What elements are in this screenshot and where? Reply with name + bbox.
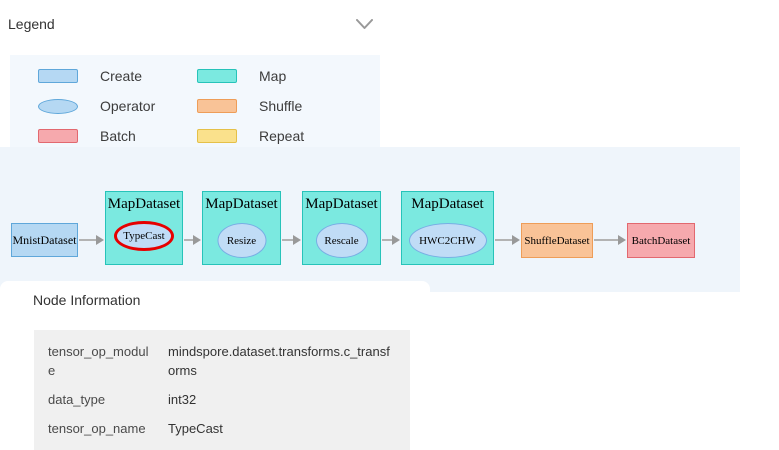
operator-label: Rescale (324, 234, 359, 247)
arrow-head-icon (96, 235, 104, 245)
legend-item-label: Batch (100, 128, 136, 144)
dataset-graph-canvas: MnistDataset MapDataset TypeCast MapData… (0, 147, 740, 292)
node-batch-dataset[interactable]: BatchDataset (627, 223, 695, 258)
legend-item-operator: Operator (38, 98, 197, 114)
info-row-key: tensor_op_module (48, 344, 149, 378)
batch-swatch (38, 129, 78, 143)
node-label: MnistDataset (12, 232, 77, 247)
legend-item-label: Repeat (259, 128, 305, 144)
info-row-value: int32 (168, 392, 197, 407)
node-label: ShuffleDataset (524, 234, 590, 247)
node-map-dataset-resize[interactable]: MapDataset Resize (202, 191, 281, 265)
legend-panel: Create Map Operator Shuffle Batch Repeat (10, 55, 380, 147)
node-info-table: tensor_op_module mindspore.dataset.trans… (34, 330, 410, 450)
create-swatch (38, 69, 78, 83)
legend-item-map: Map (197, 68, 380, 84)
node-label: MapDataset (305, 196, 378, 212)
flow-arrow (495, 234, 520, 246)
chevron-down-icon[interactable] (356, 19, 373, 30)
legend-item-shuffle: Shuffle (197, 98, 380, 114)
legend-item-repeat: Repeat (197, 128, 380, 144)
node-label: MapDataset (205, 196, 278, 212)
operator-swatch (38, 98, 78, 114)
info-row-value: TypeCast (168, 421, 223, 436)
operator-node-typecast[interactable]: TypeCast (114, 221, 174, 251)
legend-item-batch: Batch (38, 128, 197, 144)
node-mnist-dataset[interactable]: MnistDataset (11, 223, 78, 257)
node-label: MapDataset (107, 196, 181, 212)
legend-item-label: Create (100, 68, 143, 84)
arrow-head-icon (618, 235, 626, 245)
legend-title: Legend (8, 16, 55, 32)
legend-item-label: Map (259, 68, 287, 84)
repeat-swatch (197, 129, 237, 143)
arrow-head-icon (293, 235, 301, 245)
operator-label: TypeCast (123, 230, 165, 242)
operator-label: HWC2CHW (419, 234, 476, 247)
map-swatch (197, 69, 237, 83)
legend-item-label: Operator (100, 98, 156, 114)
operator-node-rescale[interactable]: Rescale (315, 223, 368, 258)
node-info-title: Node Information (33, 292, 141, 308)
flow-arrow (282, 234, 301, 246)
operator-node-hwc2chw[interactable]: HWC2CHW (408, 223, 487, 258)
flow-arrow (382, 234, 400, 246)
arrow-head-icon (392, 235, 400, 245)
legend-item-create: Create (38, 68, 197, 84)
flow-arrow (594, 234, 626, 246)
node-map-dataset-hwc2chw[interactable]: MapDataset HWC2CHW (401, 191, 494, 265)
node-shuffle-dataset[interactable]: ShuffleDataset (521, 223, 593, 258)
flow-arrow (79, 234, 104, 246)
node-label: MapDataset (411, 196, 484, 212)
operator-node-resize[interactable]: Resize (217, 223, 266, 258)
info-row-key: data_type (48, 392, 106, 407)
arrow-head-icon (193, 235, 201, 245)
node-map-dataset-rescale[interactable]: MapDataset Rescale (302, 191, 381, 265)
shuffle-swatch (197, 99, 237, 113)
legend-item-label: Shuffle (259, 98, 303, 114)
info-row-value: mindspore.dataset.transforms.c_transform… (168, 344, 390, 378)
node-map-dataset-typecast[interactable]: MapDataset TypeCast (105, 191, 183, 265)
node-label: BatchDataset (631, 234, 691, 247)
operator-label: Resize (226, 234, 257, 247)
node-info-panel: Node Information tensor_op_module mindsp… (0, 281, 430, 450)
info-row-key: tensor_op_name (48, 421, 146, 436)
flow-arrow (184, 234, 201, 246)
arrow-head-icon (512, 235, 520, 245)
